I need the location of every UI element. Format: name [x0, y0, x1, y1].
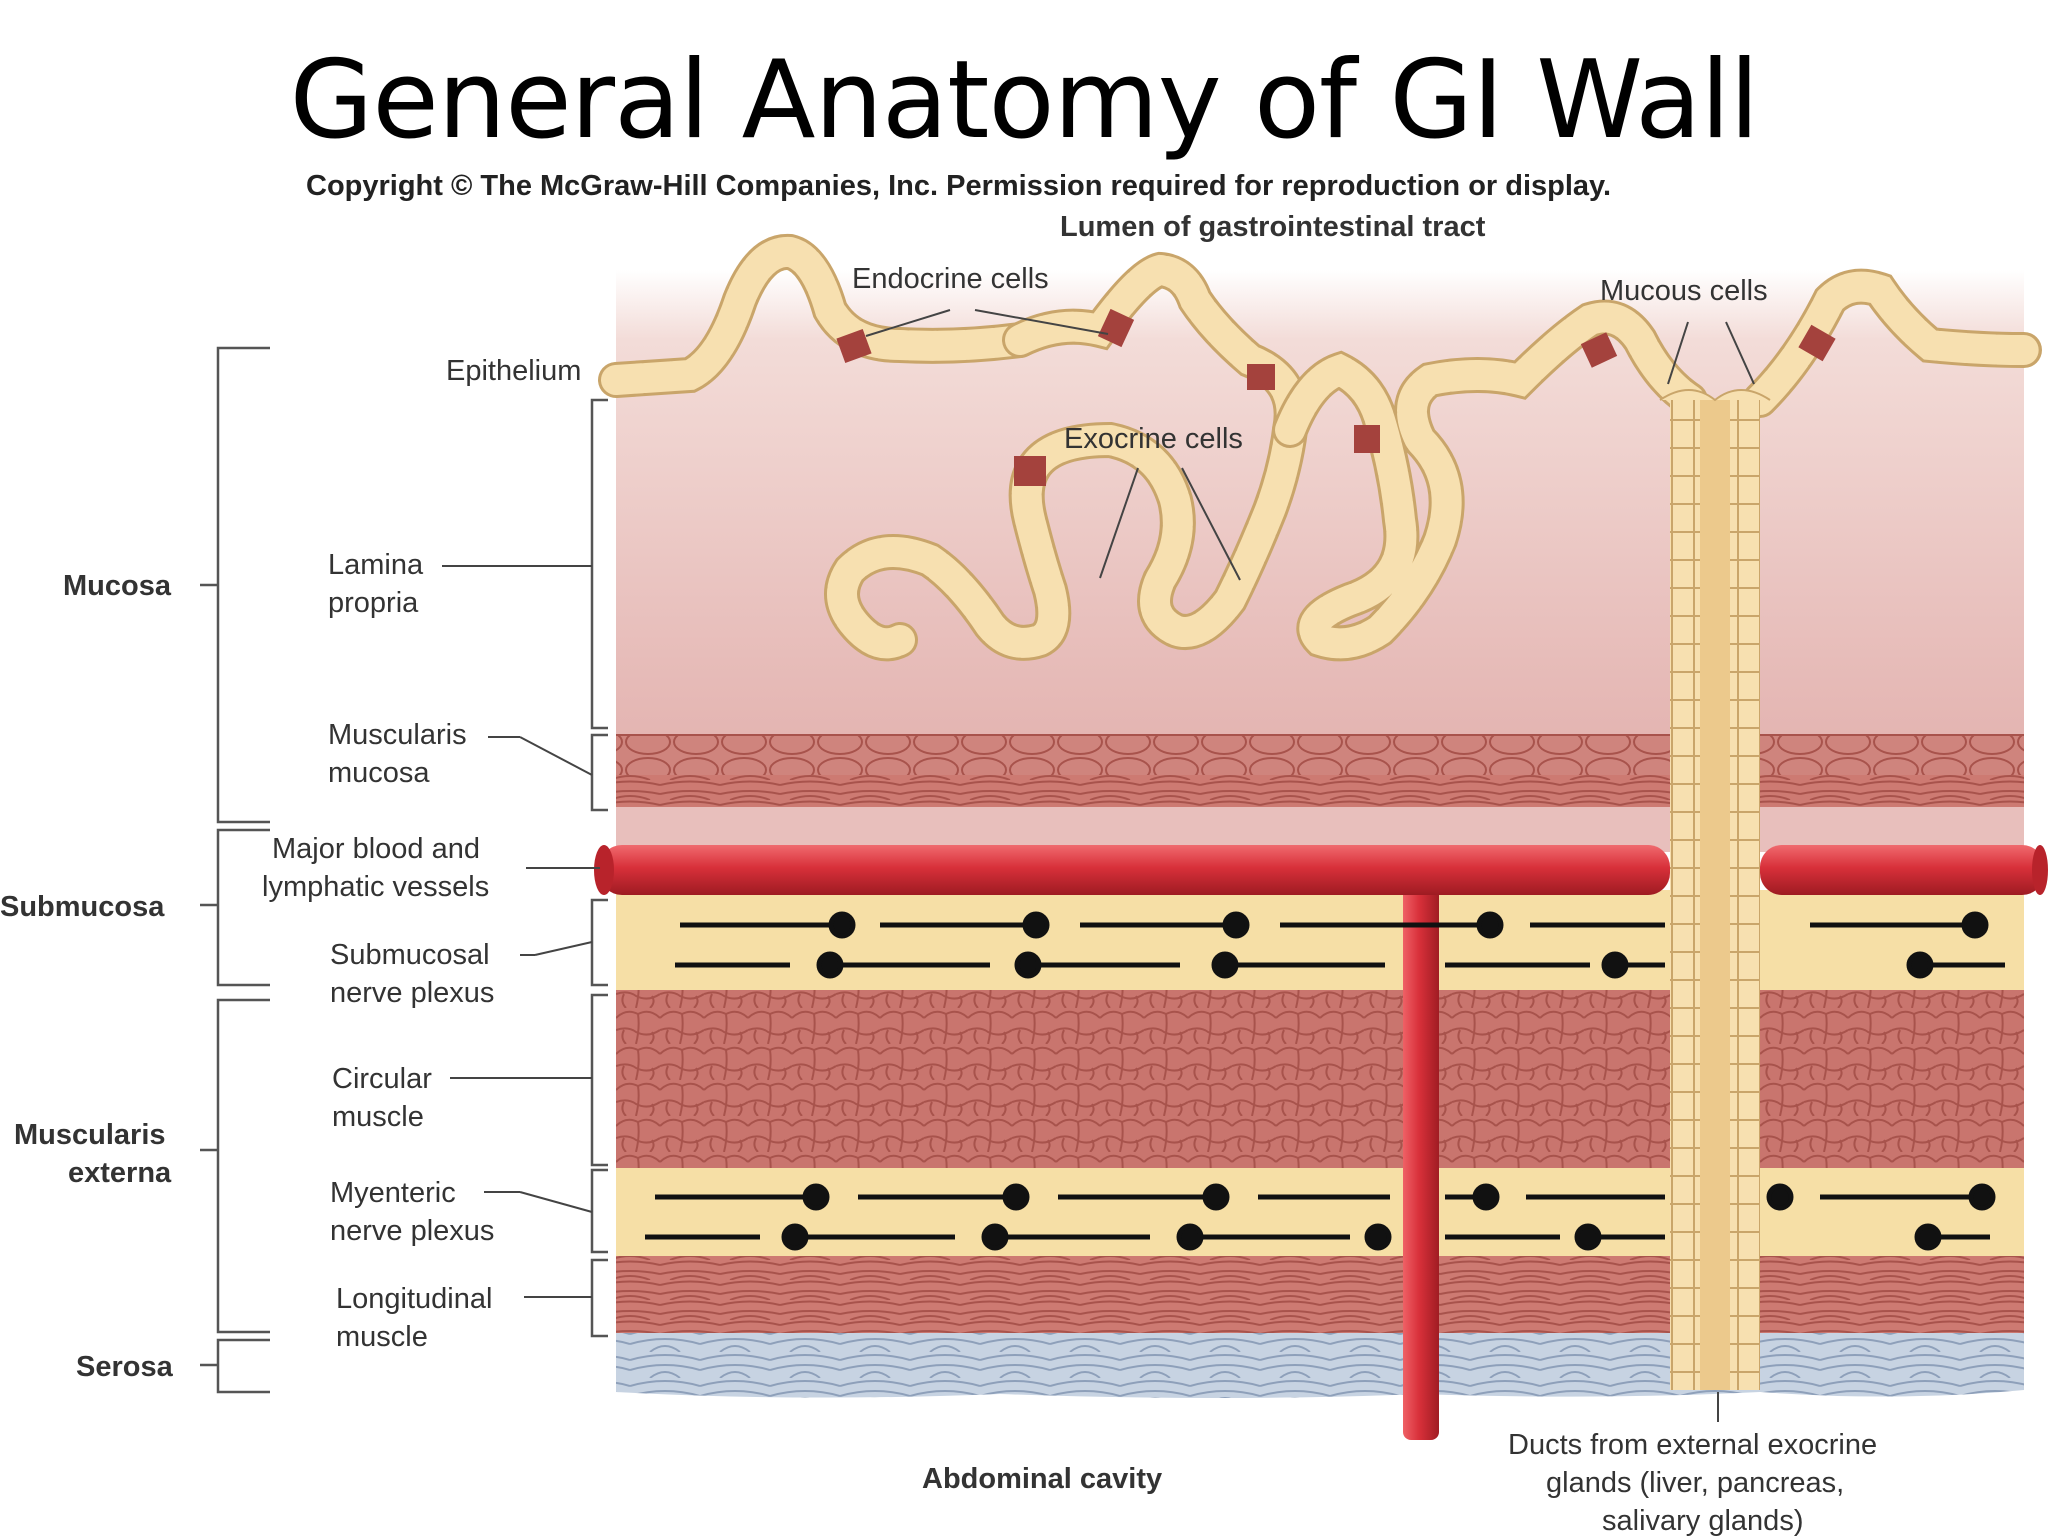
- circular-muscle-label-1: Circular: [332, 1063, 432, 1095]
- ducts-label-2: glands (liver, pancreas,: [1546, 1467, 1844, 1499]
- slide-title: General Anatomy of GI Wall: [289, 38, 1760, 163]
- submucosa-layer: [616, 890, 2024, 990]
- submucosal-nerve-plexus: [675, 911, 2005, 979]
- exocrine-label: Exocrine cells: [1064, 423, 1243, 455]
- lamina-label-2: propria: [328, 587, 419, 619]
- layer-serosa-label: Serosa: [76, 1351, 174, 1383]
- lamina-label-1: Lamina: [328, 549, 424, 581]
- muscularis-mucosa-label-1: Muscularis: [328, 719, 467, 751]
- ducts-label-3: salivary glands): [1602, 1505, 1803, 1536]
- vessels-label-1: Major blood and: [272, 833, 480, 865]
- muscularis-mucosa-layer: [616, 734, 2024, 807]
- endocrine-cells: [836, 308, 1836, 486]
- muscularis-mucosa-label-2: mucosa: [328, 757, 430, 789]
- ducts-label-1: Ducts from external exocrine: [1508, 1429, 1877, 1461]
- epithelium-label: Epithelium: [446, 355, 581, 387]
- serosa-layer: [616, 1333, 2024, 1398]
- submucosal-plexus-label-1: Submucosal: [330, 939, 490, 971]
- longitudinal-muscle-label-2: muscle: [336, 1321, 428, 1353]
- circular-muscle-layer: [616, 990, 2024, 1168]
- layer-submucosa-label: Submucosa: [0, 891, 165, 923]
- leader-lines: [442, 309, 1755, 1422]
- layer-muscularis-label-1: Muscularis: [14, 1119, 166, 1151]
- abdominal-cavity-label: Abdominal cavity: [922, 1463, 1162, 1495]
- circular-muscle-label-2: muscle: [332, 1101, 424, 1133]
- mucous-label: Mucous cells: [1600, 275, 1768, 307]
- major-blood-vessels: [594, 845, 2048, 1440]
- submucosal-plexus-label-2: nerve plexus: [330, 977, 494, 1009]
- myenteric-plexus-layer: [616, 1168, 2024, 1256]
- myenteric-plexus-label-2: nerve plexus: [330, 1215, 494, 1247]
- layer-muscularis-label-2: externa: [68, 1157, 172, 1189]
- endocrine-label: Endocrine cells: [852, 263, 1049, 295]
- layer-mucosa-label: Mucosa: [63, 570, 172, 602]
- vessels-label-2: lymphatic vessels: [262, 871, 489, 903]
- submucosa-strip: [616, 807, 2024, 852]
- copyright-notice: Copyright © The McGraw-Hill Companies, I…: [306, 170, 1612, 202]
- longitudinal-muscle-layer: [616, 1256, 2024, 1333]
- lumen-label: Lumen of gastrointestinal tract: [1060, 211, 1486, 243]
- longitudinal-muscle-label-1: Longitudinal: [336, 1283, 492, 1315]
- external-exocrine-duct: [1659, 389, 1771, 1390]
- myenteric-plexus-label-1: Myenteric: [330, 1177, 456, 1209]
- myenteric-nerve-plexus: [645, 1183, 1996, 1251]
